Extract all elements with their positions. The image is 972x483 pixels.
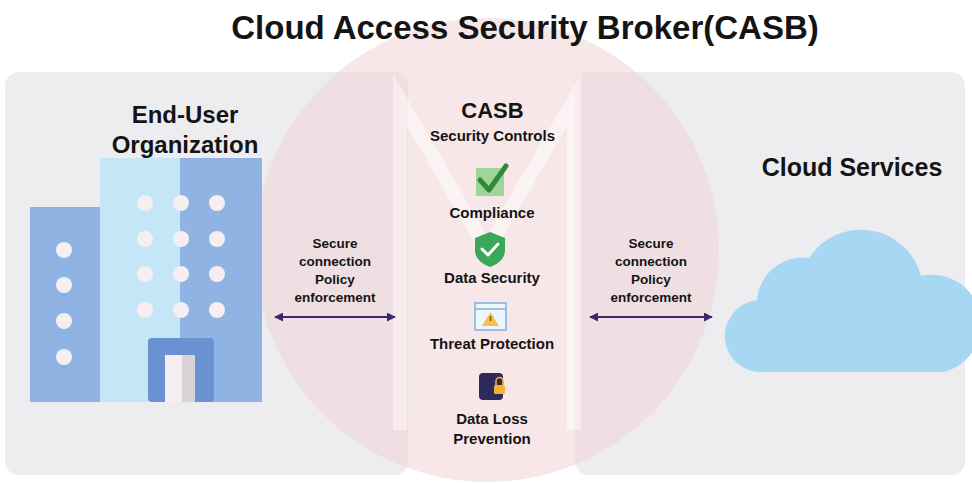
cloud-illustration (725, 230, 972, 372)
node-subheading: Security Controls (395, 126, 590, 146)
connector-arrow (275, 316, 395, 318)
node-box: Cloud Services (712, 150, 962, 378)
node-heading: Cloud Services (742, 152, 962, 183)
compliance-icon (476, 166, 506, 196)
connector-label: Secure connection Policy enforcement (279, 235, 391, 307)
watermark-circle (255, 18, 719, 482)
control-label: Threat Protection (407, 334, 577, 354)
connector-label: Secure connection Policy enforcement (595, 235, 707, 307)
node-heading: CASB (395, 96, 590, 126)
node-box: End-User Organization (95, 92, 275, 412)
data-loss-prevention-icon (479, 373, 505, 400)
data-security-icon (475, 232, 505, 267)
node-heading: End-User Organization (95, 100, 275, 160)
watermark-mark (400, 100, 574, 430)
building-illustration (30, 158, 262, 402)
control-label: Data Loss Prevention (432, 409, 552, 449)
control-label: Data Security (417, 268, 567, 288)
connector-arrow (590, 316, 712, 318)
diagram-title: Cloud Access Security Broker(CASB) (0, 8, 972, 48)
control-label: Compliance (417, 203, 567, 223)
threat-protection-icon (475, 303, 506, 330)
